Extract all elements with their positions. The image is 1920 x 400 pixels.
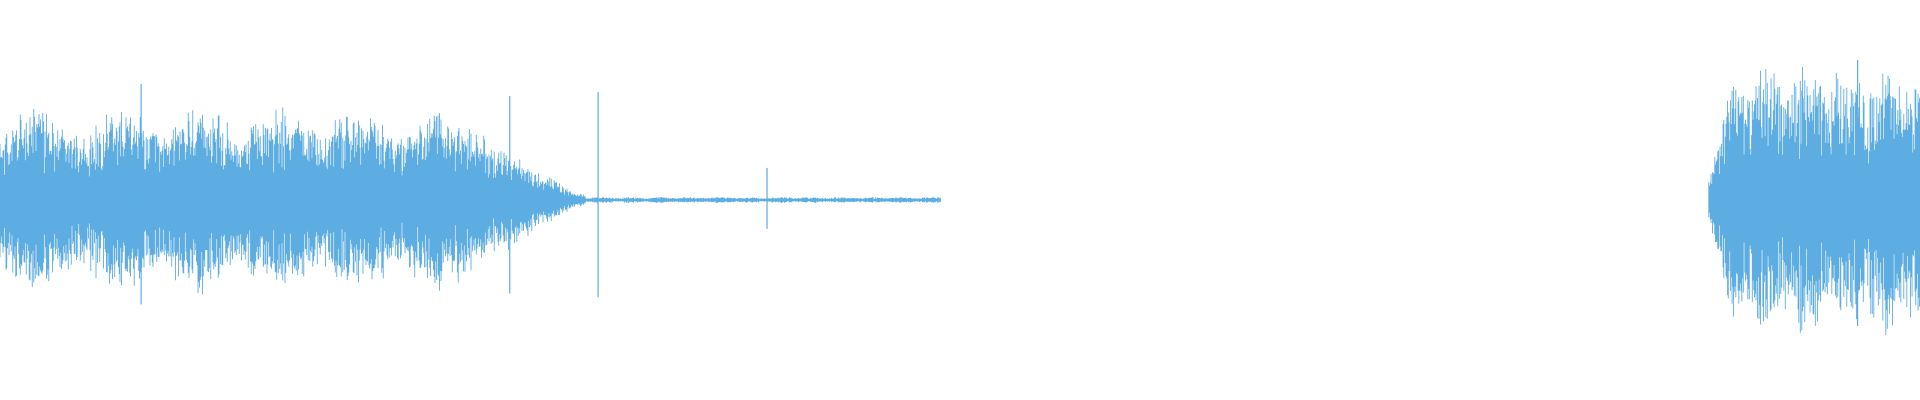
waveform-trace <box>0 107 586 295</box>
waveform-clip-1 <box>0 107 586 295</box>
waveform-clip-3 <box>1708 67 1920 336</box>
waveform-trace <box>1708 67 1920 336</box>
waveform-spikes <box>140 60 1859 326</box>
waveform-clip-2 <box>585 196 941 204</box>
waveform-segments <box>0 67 1920 336</box>
